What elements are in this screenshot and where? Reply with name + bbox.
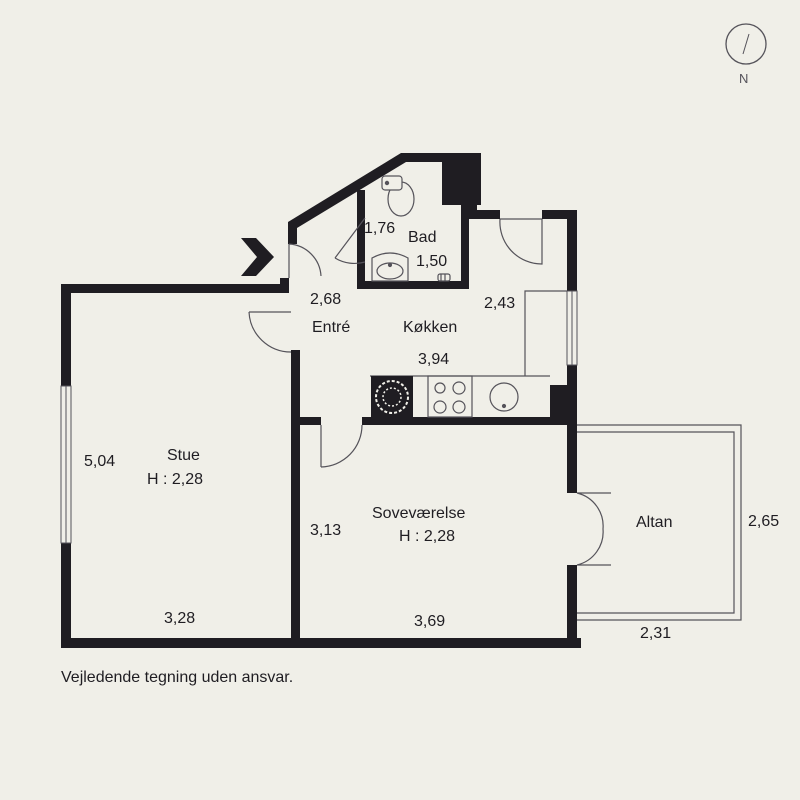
kokken-width-label: 3,94 bbox=[418, 351, 449, 368]
entrance-arrow-icon bbox=[241, 238, 274, 276]
sovevaerelse-width-label: 3,69 bbox=[414, 613, 445, 630]
room-labels: 1,76 Bad 1,50 2,68 Entré 2,43 Køkken 3,9… bbox=[84, 220, 779, 642]
entre-width-label: 2,68 bbox=[310, 291, 341, 308]
altan-depth-label: 2,65 bbox=[748, 513, 779, 530]
walls bbox=[61, 153, 581, 648]
bathroom-door bbox=[334, 217, 366, 265]
stue-depth-label: 5,04 bbox=[84, 453, 115, 470]
hob-icon bbox=[433, 381, 466, 414]
altan-name-label: Altan bbox=[636, 514, 672, 531]
sovevaerelse-height-label: H : 2,28 bbox=[399, 528, 455, 545]
bad-width-label: 1,76 bbox=[364, 220, 395, 237]
compass-ring bbox=[725, 23, 767, 65]
balcony-door bbox=[576, 492, 611, 566]
altan-width-label: 2,31 bbox=[640, 625, 671, 642]
sovevaerelse-name-label: Soveværelse bbox=[372, 505, 465, 522]
sovevaerelse-depth-label: 3,13 bbox=[310, 522, 341, 539]
stue-height-label: H : 2,28 bbox=[147, 471, 203, 488]
compass: N bbox=[725, 23, 767, 86]
bathroom-sink-icon bbox=[371, 252, 409, 282]
toilet-icon bbox=[381, 175, 415, 217]
kitchen-sink-icon bbox=[489, 382, 519, 412]
stue-name-label: Stue bbox=[167, 447, 200, 464]
stue-width-label: 3,28 bbox=[164, 610, 195, 627]
kokken-depth-label: 2,43 bbox=[484, 295, 515, 312]
windows bbox=[60, 290, 578, 544]
bad-depth-label: 1,50 bbox=[416, 253, 447, 270]
kokken-name-label: Køkken bbox=[403, 319, 457, 336]
fireplace-icon bbox=[371, 376, 413, 417]
bad-name-label: Bad bbox=[408, 229, 436, 246]
compass-north-label: N bbox=[739, 71, 748, 86]
shower-icon bbox=[437, 273, 451, 282]
stue-door bbox=[248, 311, 292, 353]
disclaimer-text: Vejledende tegning uden ansvar. bbox=[61, 669, 294, 686]
entre-name-label: Entré bbox=[312, 319, 350, 336]
balcony-outline bbox=[576, 424, 742, 621]
doors bbox=[248, 217, 611, 566]
bedroom-door bbox=[320, 424, 363, 468]
entry-door bbox=[288, 243, 322, 278]
fixtures bbox=[371, 175, 519, 414]
kitchen-door bbox=[499, 218, 543, 265]
